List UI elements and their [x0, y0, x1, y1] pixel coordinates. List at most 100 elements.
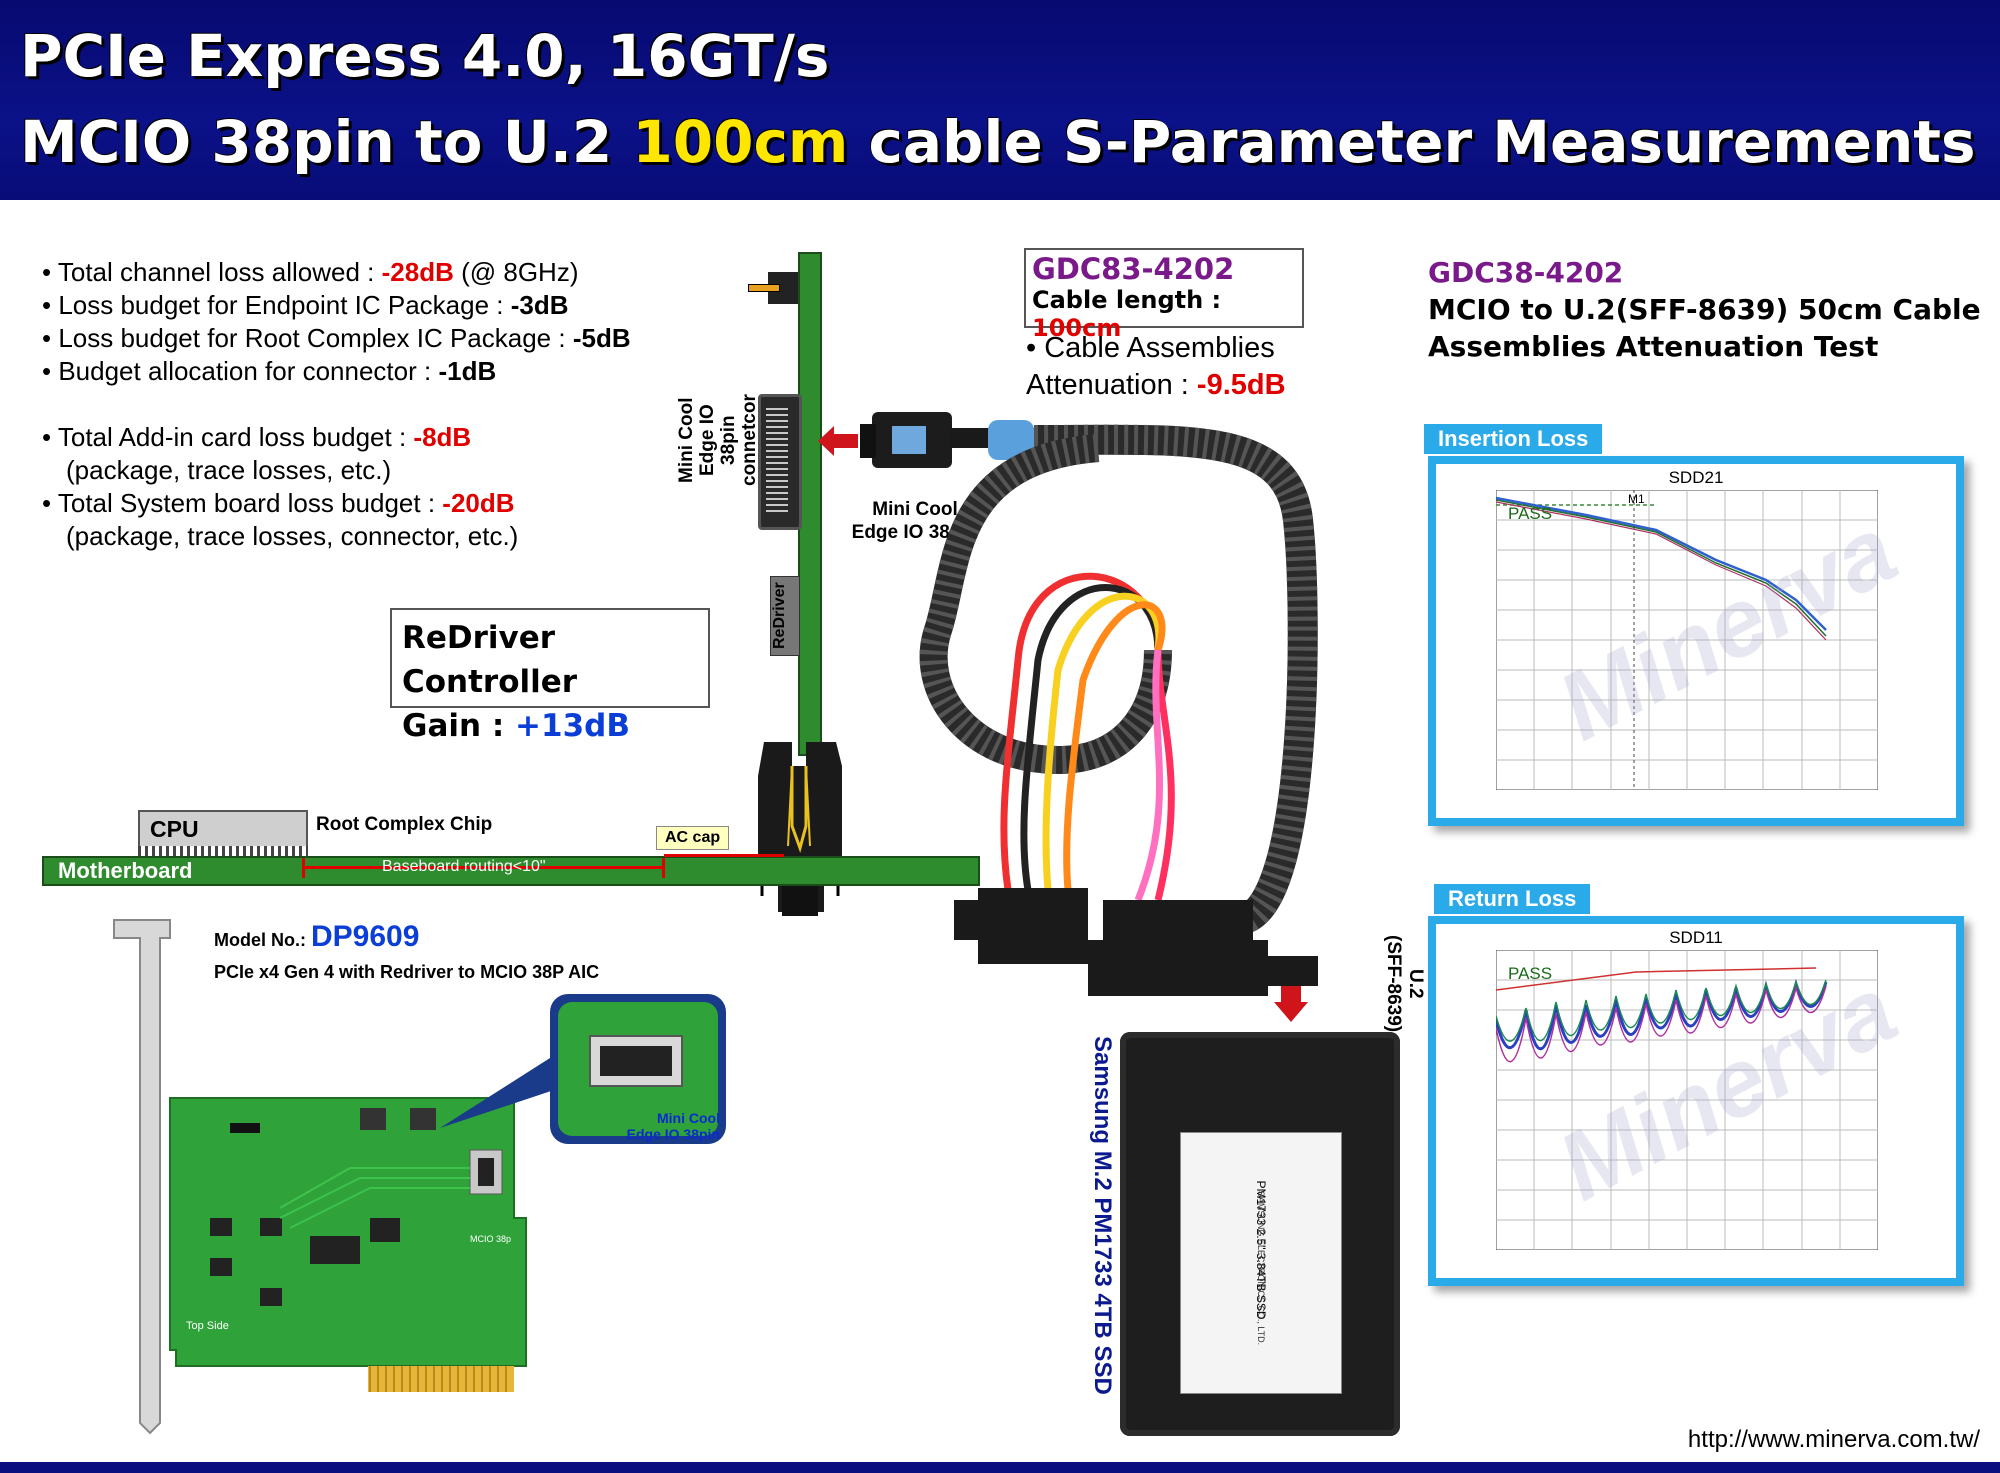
- chart-title: SDD11: [1669, 928, 1723, 947]
- redriver-info-box: ReDriver Controller Gain : +13dB: [390, 608, 710, 744]
- title-highlight: 100cm: [632, 108, 849, 176]
- label-line: U.2: [1405, 969, 1426, 999]
- inset-label: Mini Cool Edge IO 38pin: [610, 1110, 720, 1142]
- budget-value: -5dB: [572, 323, 631, 353]
- budget-label: (@ 8GHz): [453, 257, 579, 287]
- label-line: (SFF-8639): [1383, 935, 1404, 1033]
- routing-label: Baseboard routing<10": [382, 858, 546, 875]
- sdd21-chart: [1496, 490, 1878, 790]
- length-value: 100cm: [1032, 314, 1122, 342]
- ssd-label: PM1733 2.5" 3.84TB SSD SAMSUNG ELECTRONI…: [1180, 1132, 1342, 1394]
- label-line: connetcor: [739, 394, 760, 486]
- ssd-drive: PM1733 2.5" 3.84TB SSD SAMSUNG ELECTRONI…: [1120, 1032, 1400, 1436]
- pcie-slot: [756, 742, 844, 916]
- atten-label: • Cable Assemblies: [1026, 332, 1275, 364]
- redriver-title: ReDriver Controller: [402, 620, 578, 700]
- arrow-left-icon: [818, 426, 858, 456]
- label-line: Mini Cool: [657, 1110, 720, 1126]
- header-banner: PCIe Express 4.0, 16GT/s MCIO 38pin to U…: [0, 0, 2000, 200]
- baseboard-routing-line: [302, 866, 664, 869]
- budget-value: -8dB: [413, 422, 472, 452]
- model-label: Model No.:: [214, 930, 311, 950]
- u2-label: U.2(SFF-8639): [1366, 934, 1426, 1034]
- chart-title: SDD21: [1668, 468, 1724, 487]
- budget-label: • Loss budget for Root Complex IC Packag…: [42, 323, 573, 353]
- loss-budget-list: • Total channel loss allowed : -28dB (@ …: [42, 256, 682, 553]
- atten-line: Attenuation : -9.5dB: [1026, 367, 1286, 404]
- marker-label: M1: [1628, 492, 1645, 506]
- budget-value: -28dB: [381, 257, 454, 287]
- trace-to-slot: [664, 854, 784, 857]
- root-complex-label: Root Complex Chip: [316, 814, 493, 835]
- tab-insertion-loss[interactable]: Insertion Loss: [1424, 424, 1603, 454]
- pass-label: PASS: [1508, 964, 1553, 983]
- label-line: Mini Cool: [676, 397, 697, 483]
- tab-return-loss[interactable]: Return Loss: [1434, 884, 1591, 914]
- cable-model: GDC83-4202: [1032, 252, 1235, 286]
- atten-label: Attenuation :: [1026, 369, 1197, 401]
- insertion-loss-plot-area: SDD21 PASS M1 Minerva: [1436, 464, 1956, 818]
- budget-value: -20dB: [442, 488, 515, 518]
- budget-label: • Total System board loss budget :: [42, 488, 443, 518]
- budget-item: • Loss budget for Endpoint IC Package : …: [42, 289, 682, 322]
- budget-note: (package, trace losses, etc.): [66, 455, 392, 485]
- plug-label: Mini Cool Edge IO 38pin: [832, 498, 998, 544]
- atten-value: -9.5dB: [1196, 369, 1286, 401]
- test-title-line: Assemblies Attenuation Test: [1428, 330, 1879, 363]
- card-description: PCIe x4 Gen 4 with Redriver to MCIO 38P …: [214, 962, 600, 982]
- connector-pins: [766, 404, 788, 514]
- redriver-gain: Gain : +13dB: [402, 704, 698, 748]
- budget-label: • Loss budget for Endpoint IC Package :: [42, 290, 511, 320]
- budget-label: • Total Add-in card loss budget :: [42, 422, 414, 452]
- test-model: GDC38-4202: [1428, 256, 1624, 289]
- length-label: Cable length :: [1032, 286, 1222, 314]
- page-title-line1: PCIe Express 4.0, 16GT/s: [20, 22, 830, 90]
- budget-item: • Total System board loss budget : -20dB: [42, 487, 682, 520]
- budget-value: -3dB: [510, 290, 569, 320]
- routing-tick: [662, 858, 665, 878]
- gain-value: +13dB: [515, 708, 630, 744]
- test-title-line: MCIO to U.2(SFF-8639) 50cm Cable: [1428, 293, 1981, 326]
- routing-tick: [302, 858, 305, 878]
- budget-value: -1dB: [438, 356, 497, 386]
- redriver-chip: ReDriver: [770, 576, 800, 656]
- budget-item: • Total channel loss allowed : -28dB (@ …: [42, 256, 682, 289]
- arrow-down-icon: [1274, 986, 1308, 1022]
- budget-note: (package, trace losses, connector, etc.): [66, 521, 519, 551]
- budget-item: • Loss budget for Root Complex IC Packag…: [42, 322, 682, 355]
- cable-assembly-illustration: [860, 412, 1318, 996]
- ssd-brand-text: SAMSUNG ELECTRONICS CO., LTD.: [1256, 1190, 1266, 1346]
- cable-length: Cable length : 100cm: [1032, 286, 1296, 342]
- label-line: Mini Cool: [872, 499, 958, 520]
- label-line: Edge IO 38pin: [851, 522, 979, 543]
- test-title: GDC38-4202 MCIO to U.2(SFF-8639) 50cm Ca…: [1428, 254, 1981, 365]
- cable-info-box: GDC83-4202 Cable length : 100cm: [1024, 248, 1304, 342]
- cpu-chip: CPU: [138, 810, 308, 848]
- title-part: cable S-Parameter Measurements: [848, 108, 1976, 176]
- mcio-silk: MCIO 38p: [470, 1234, 512, 1244]
- insertion-loss-panel: SDD21 PASS M1 Minerva: [1428, 456, 1964, 826]
- sdd11-chart: [1496, 950, 1878, 1250]
- motherboard-label: Motherboard: [58, 858, 193, 883]
- title-part: MCIO 38pin to U.2: [20, 108, 633, 176]
- label-line: Edge IO 38pin: [626, 1126, 720, 1142]
- budget-label: • Total channel loss allowed :: [42, 257, 382, 287]
- label-line: Edge IO 38pin: [697, 404, 739, 476]
- ac-cap-label: AC cap: [656, 826, 730, 850]
- model-value: DP9609: [311, 920, 420, 953]
- footer-band: [0, 1462, 2000, 1473]
- gain-label: Gain :: [402, 708, 516, 744]
- bracket-pin: [748, 284, 780, 292]
- page-title-line2: MCIO 38pin to U.2 100cm cable S-Paramete…: [20, 108, 1976, 176]
- card-model: Model No.: DP9609: [214, 920, 419, 954]
- return-loss-panel: SDD11 PASS Minerva: [1428, 916, 1964, 1286]
- motherboard-pcb: [42, 856, 980, 886]
- footer-url[interactable]: http://www.minerva.com.tw/: [1687, 1426, 1980, 1453]
- addin-card-photo: [113, 919, 726, 1435]
- ssd-caption: Samsung M.2 PM1733 4TB SSD: [1089, 1036, 1116, 1395]
- budget-label: • Budget allocation for connector :: [42, 356, 439, 386]
- budget-item: • Total Add-in card loss budget : -8dB: [42, 421, 682, 454]
- pass-label: PASS: [1508, 504, 1553, 523]
- cpu-pins: [138, 846, 308, 856]
